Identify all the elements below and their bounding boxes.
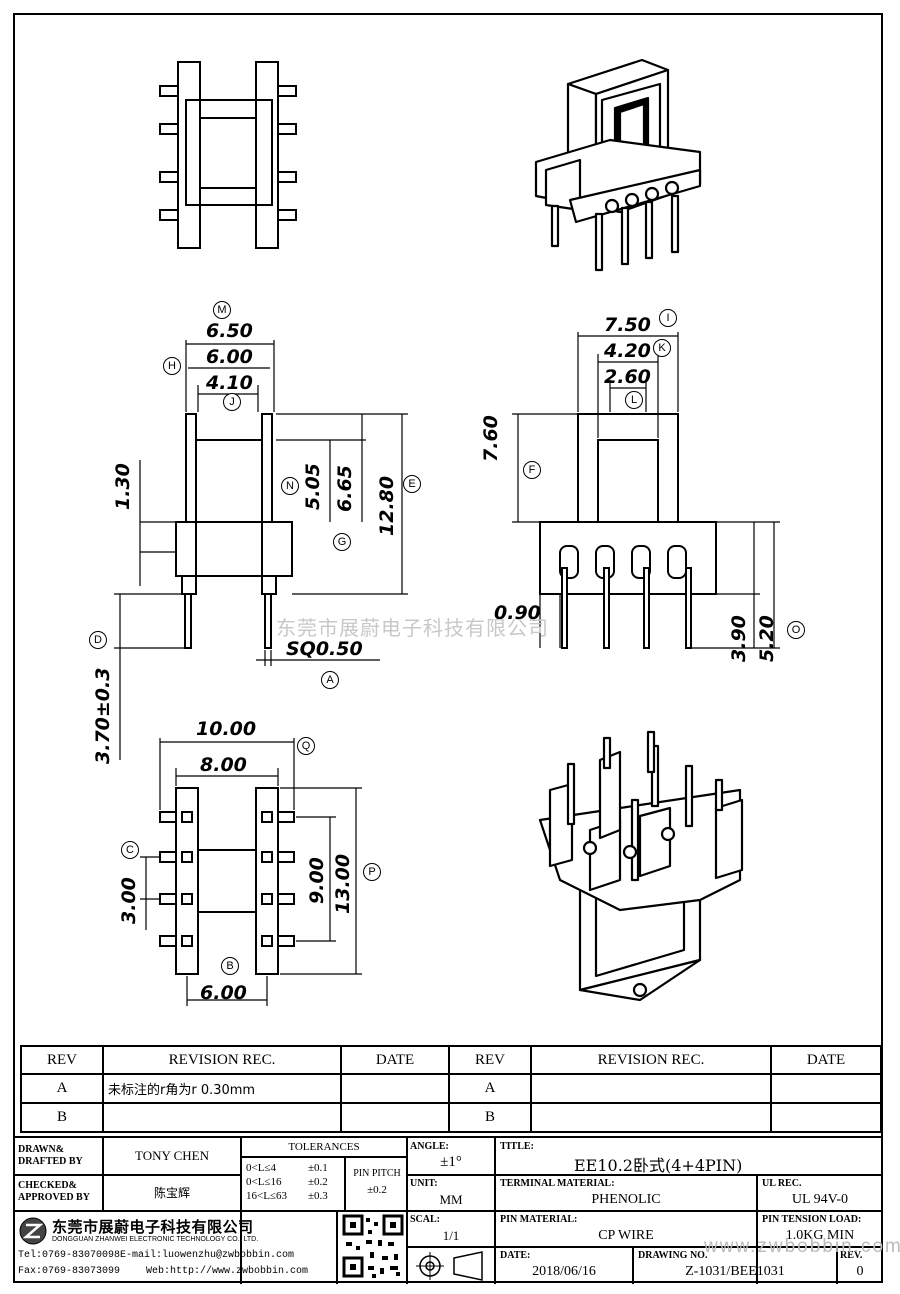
front-view (175, 413, 293, 649)
side-view-dimensions (512, 332, 780, 649)
rev-label: REV. (840, 1250, 863, 1261)
drawing-no-value: Z-1031/BEE1031 (685, 1264, 785, 1279)
bottom-view (159, 787, 295, 975)
revision-rec-cell (102, 1102, 342, 1133)
rev-header: REV (20, 1045, 104, 1075)
url-watermark: www.zwbobbin.com (704, 1236, 900, 1257)
pin-material-label: PIN MATERIAL: (500, 1214, 578, 1225)
angle-label: ANGLE: (410, 1141, 449, 1152)
isometric-view-top (534, 58, 702, 272)
date-label: DATE: (500, 1250, 531, 1261)
company-web: Web:http://www.zwbobbin.com (146, 1266, 309, 1277)
drawn-by: TONY CHEN (134, 1148, 210, 1163)
pin-pitch-value: ±0.2 (367, 1184, 387, 1196)
tolerance-range-1: 0<L≤4 (246, 1162, 276, 1174)
title-block: DRAWN& DRAFTED BY TONY CHEN CHECKED& APP… (14, 1136, 900, 1284)
revision-rec-cell: 未标注的r角为r 0.30mm (102, 1073, 342, 1104)
revision-rec-cell-2 (530, 1073, 772, 1104)
pin-pitch-label: PIN PITCH (353, 1168, 401, 1179)
revision-table: REV REVISION REC. DATE REV REVISION REC.… (20, 1045, 882, 1133)
rev-value: 0 (856, 1264, 864, 1279)
title-label: TITLE: (500, 1141, 534, 1152)
company-email: E-mail:luowenzhu@zwbobbin.com (120, 1250, 295, 1261)
side-view (539, 413, 717, 649)
tolerances-label: TOLERANCES (288, 1141, 360, 1153)
rev-cell-2: B (448, 1102, 532, 1133)
rev-cell: B (20, 1102, 104, 1133)
angle-value: ±1° (440, 1154, 462, 1170)
terminal-material-value: PHENOLIC (591, 1192, 661, 1207)
ul-label: UL REC. (762, 1178, 802, 1189)
company-name-cn: 东莞市展蔚电子科技有限公司 (52, 1218, 254, 1236)
title-value: EE10.2卧式(4+4PIN) (574, 1156, 743, 1175)
tolerance-value-3: ±0.3 (308, 1190, 328, 1202)
revision-rec-cell-2 (530, 1102, 772, 1133)
company-tel: Tel:0769-83070098 (18, 1250, 121, 1261)
qr-code-icon (342, 1214, 404, 1280)
approved-by: 陈宝辉 (153, 1186, 190, 1200)
isometric-view-bottom (538, 730, 744, 1002)
unit-label: UNIT: (410, 1178, 438, 1189)
scale-label: SCAL: (410, 1214, 441, 1225)
sheet-border (13, 13, 883, 1283)
date-cell (340, 1073, 450, 1104)
checked-label: CHECKED& APPROVED BY (18, 1180, 90, 1203)
pin-tension-label: PIN TENSION LOAD: (762, 1214, 862, 1225)
tolerance-range-3: 16<L≤63 (246, 1190, 287, 1202)
date-cell (340, 1102, 450, 1133)
company-fax: Fax:0769-83073099 (18, 1266, 121, 1277)
terminal-material-label: TERMINAL MATERIAL: (500, 1178, 615, 1189)
pin-material-value: CP WIRE (598, 1228, 654, 1243)
projection-symbol-icon (408, 1248, 494, 1284)
tolerance-value-2: ±0.2 (308, 1176, 328, 1188)
tolerance-value-1: ±0.1 (308, 1162, 328, 1174)
drawing-no-label: DRAWING NO. (638, 1250, 708, 1261)
rev-cell-2: A (448, 1073, 532, 1104)
company-name-en: DONGGUAN ZHANWEI ELECTRONIC TECHNOLOGY C… (52, 1236, 259, 1243)
revision-rec-header: REVISION REC. (102, 1045, 342, 1075)
date-header-2: DATE (770, 1045, 882, 1075)
ul-value: UL 94V-0 (791, 1192, 849, 1207)
tolerance-range-2: 0<L≤16 (246, 1176, 282, 1188)
company-logo (18, 1216, 48, 1246)
date-header: DATE (340, 1045, 450, 1075)
pin-tension-value: 1.0KG MIN (785, 1228, 855, 1243)
revision-rec-header-2: REVISION REC. (530, 1045, 772, 1075)
bottom-view-dimensions (140, 738, 362, 1006)
scale-value: 1/1 (442, 1228, 460, 1243)
front-view-dimensions (114, 340, 408, 760)
rev-cell: A (20, 1073, 104, 1104)
rev-header-2: REV (448, 1045, 532, 1075)
watermark: 东莞市展蔚电子科技有限公司 (276, 616, 549, 640)
date-cell-2 (770, 1073, 882, 1104)
top-view (159, 61, 297, 249)
date-cell-2 (770, 1102, 882, 1133)
date-value: 2018/06/16 (532, 1264, 596, 1279)
unit-value: MM (439, 1192, 463, 1207)
drawn-label: DRAWN& DRAFTED BY (18, 1144, 83, 1167)
